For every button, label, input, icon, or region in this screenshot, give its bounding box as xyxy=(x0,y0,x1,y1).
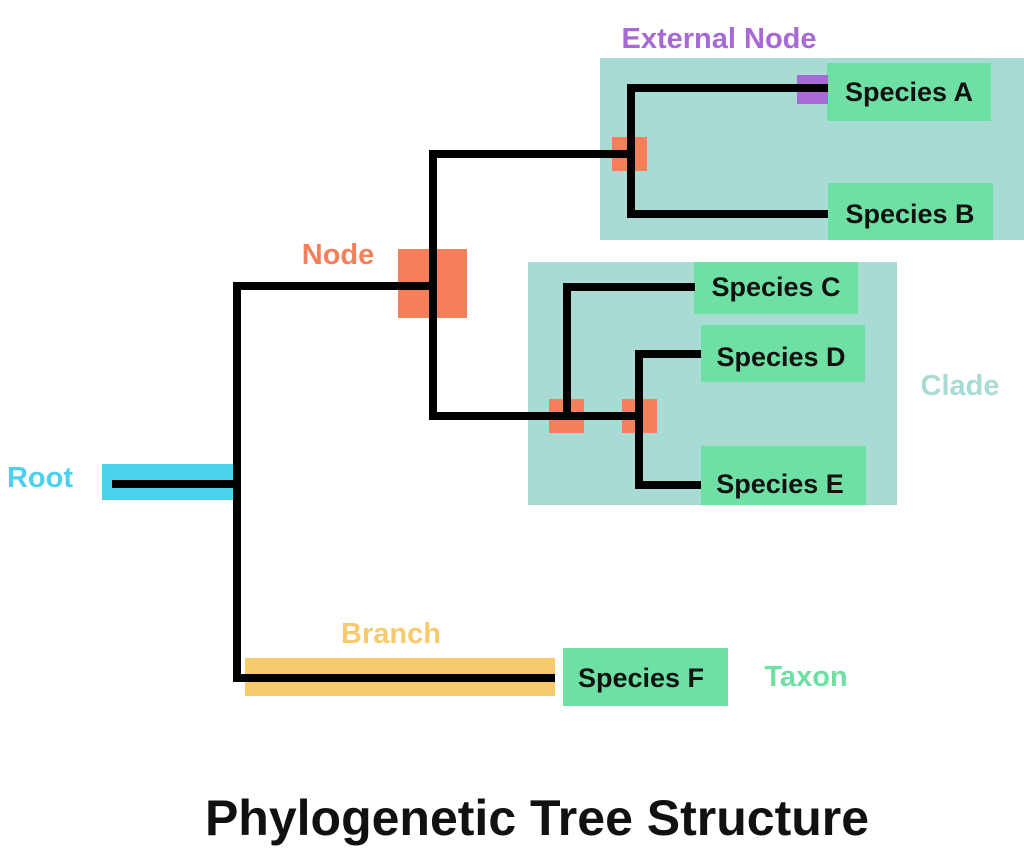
species-box-d xyxy=(701,325,865,382)
species-label-e: Species E xyxy=(716,469,844,499)
external-node-label: External Node xyxy=(622,23,817,55)
species-box-c xyxy=(694,262,858,314)
node-label: Node xyxy=(302,239,375,271)
tree-lines xyxy=(112,84,828,682)
taxon-label: Taxon xyxy=(764,661,847,693)
branch-label: Branch xyxy=(341,618,441,650)
diagram-title: Phylogenetic Tree Structure xyxy=(205,790,869,846)
clade-label: Clade xyxy=(921,370,1000,402)
species-box-a xyxy=(827,63,991,121)
species-label-b: Species B xyxy=(845,199,974,229)
species-label-c: Species C xyxy=(711,272,840,302)
species-label-a: Species A xyxy=(845,77,973,107)
root-label: Root xyxy=(7,462,73,494)
species-label-d: Species D xyxy=(716,342,845,372)
species-box-b xyxy=(828,183,993,240)
species-box-e xyxy=(701,446,866,505)
species-label-f: Species F xyxy=(578,663,704,693)
species-box-f xyxy=(563,648,728,706)
